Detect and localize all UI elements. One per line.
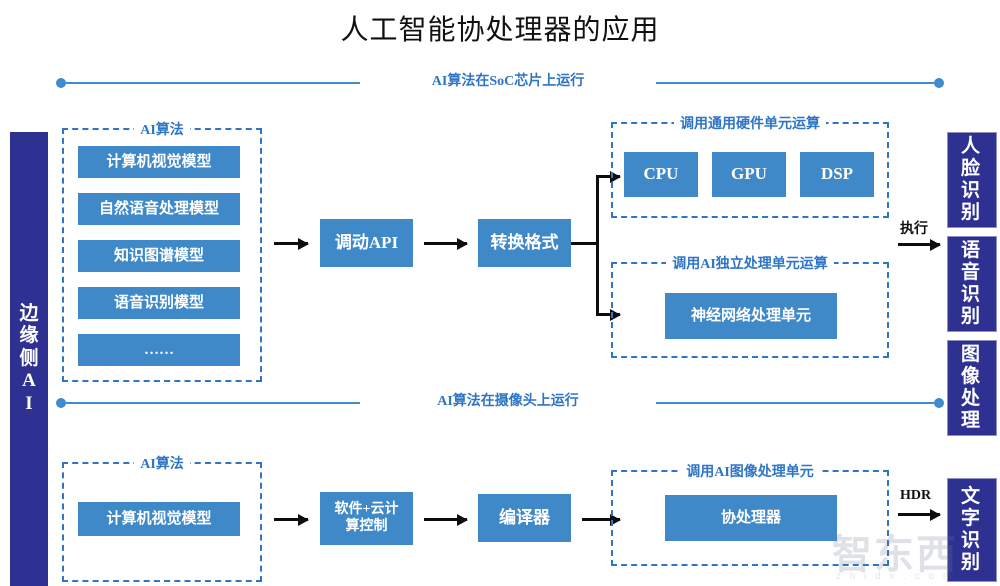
section-dot-right-icon bbox=[934, 398, 944, 408]
group-general-hardware-units: 调用通用硬件单元运算 bbox=[611, 117, 889, 218]
algo-box-computer-vision-bottom[interactable]: 计算机视觉模型 bbox=[78, 502, 240, 536]
output-label-text-recognition: 文字识别 bbox=[961, 486, 981, 573]
arrow-hdr bbox=[898, 508, 941, 521]
algo-box-computer-vision[interactable]: 计算机视觉模型 bbox=[78, 146, 240, 178]
hardware-label-gpu: GPU bbox=[731, 164, 767, 184]
algo-label-speech-recognition: 语音识别模型 bbox=[113, 295, 204, 311]
step-label-call-api: 调动API bbox=[334, 232, 399, 252]
group-title-ai-algorithms-bottom: AI算法 bbox=[64, 453, 260, 473]
step-label-software-line2: 算控制 bbox=[345, 518, 388, 534]
group-title-ai-algorithms-top: AI算法 bbox=[64, 119, 260, 139]
arrow-label-execute: 执行 bbox=[900, 222, 928, 237]
algo-box-more[interactable]: …… bbox=[78, 334, 240, 366]
group-ai-dedicated-unit: 调用AI独立处理单元运算 bbox=[611, 257, 889, 358]
algo-label-knowledge-graph: 知识图谱模型 bbox=[113, 248, 204, 264]
connector-convert-vertical bbox=[596, 176, 599, 316]
group-title-ai-dedicated-unit: 调用AI独立处理单元运算 bbox=[613, 253, 887, 273]
image-unit-label-coprocessor: 协处理器 bbox=[720, 510, 781, 526]
left-rail-label: 边缘侧AI bbox=[19, 302, 39, 414]
arrow-to-ai-group bbox=[596, 308, 621, 321]
algo-box-speech-recognition[interactable]: 语音识别模型 bbox=[78, 287, 240, 319]
group-ai-image-processing-unit: 调用AI图像处理单元 bbox=[611, 465, 889, 566]
algo-label-nlp: 自然语音处理模型 bbox=[98, 201, 219, 217]
ai-unit-box-npu[interactable]: 神经网络处理单元 bbox=[665, 293, 837, 339]
arrow-algo-to-api bbox=[274, 237, 309, 250]
section-label-camera: AI算法在摄像头上运行 bbox=[360, 390, 656, 410]
section-dot-right-icon bbox=[934, 78, 944, 88]
image-unit-box-coprocessor[interactable]: 协处理器 bbox=[665, 495, 837, 541]
left-rail-edge-ai: 边缘侧AI bbox=[10, 132, 48, 586]
arrow-label-hdr: HDR bbox=[900, 488, 932, 503]
output-box-text-recognition[interactable]: 文字识别 bbox=[947, 478, 997, 582]
section-divider-camera: AI算法在摄像头上运行 bbox=[56, 390, 944, 414]
arrow-execute bbox=[898, 238, 941, 251]
arrow-api-to-convert bbox=[424, 237, 468, 250]
hardware-label-cpu: CPU bbox=[643, 164, 679, 184]
output-box-image-processing[interactable]: 图像处理 bbox=[947, 340, 997, 436]
hardware-box-gpu[interactable]: GPU bbox=[712, 152, 786, 197]
hardware-label-dsp: DSP bbox=[820, 164, 854, 184]
step-label-compiler: 编译器 bbox=[499, 507, 550, 527]
algo-box-knowledge-graph[interactable]: 知识图谱模型 bbox=[78, 240, 240, 272]
algo-box-nlp[interactable]: 自然语音处理模型 bbox=[78, 193, 240, 225]
algo-label-computer-vision-bottom: 计算机视觉模型 bbox=[106, 511, 212, 527]
step-box-software-cloud-control[interactable]: 软件+云计 算控制 bbox=[320, 492, 413, 545]
group-title-ai-image-processing-unit: 调用AI图像处理单元 bbox=[613, 461, 887, 481]
connector-convert-stem bbox=[571, 242, 599, 245]
step-box-compiler[interactable]: 编译器 bbox=[478, 494, 571, 542]
group-ai-algorithms-top: AI算法 bbox=[62, 123, 262, 382]
ai-unit-label-npu: 神经网络处理单元 bbox=[690, 308, 811, 324]
group-title-text: 调用AI图像处理单元 bbox=[680, 465, 820, 480]
arrow-algo-to-software bbox=[274, 513, 309, 526]
step-box-call-api[interactable]: 调动API bbox=[320, 219, 413, 267]
arrow-software-to-compiler bbox=[424, 513, 468, 526]
output-box-speech-recognition[interactable]: 语音识别 bbox=[947, 236, 997, 332]
group-title-text: AI算法 bbox=[134, 123, 190, 138]
group-ai-algorithms-bottom: AI算法 bbox=[62, 457, 262, 582]
step-label-convert-format: 转换格式 bbox=[490, 232, 559, 252]
group-title-text: AI算法 bbox=[134, 457, 190, 472]
arrow-to-hw-group bbox=[596, 170, 621, 183]
output-label-face-recognition: 人脸识别 bbox=[961, 136, 981, 223]
page-title: 人工智能协处理器的应用 bbox=[340, 15, 660, 46]
group-title-text: 调用AI独立处理单元运算 bbox=[666, 257, 834, 272]
group-title-text: 调用通用硬件单元运算 bbox=[674, 117, 826, 132]
output-label-image-processing: 图像处理 bbox=[961, 344, 981, 431]
section-divider-soc: AI算法在SoC芯片上运行 bbox=[56, 70, 944, 94]
step-label-software-line1: 软件+云计 bbox=[334, 501, 399, 517]
watermark-subtext: z h i d x . c o m bbox=[836, 571, 955, 582]
algo-label-computer-vision: 计算机视觉模型 bbox=[106, 154, 212, 170]
output-label-speech-recognition: 语音识别 bbox=[961, 240, 981, 327]
section-label-soc: AI算法在SoC芯片上运行 bbox=[360, 70, 656, 90]
hardware-box-dsp[interactable]: DSP bbox=[800, 152, 874, 197]
hardware-box-cpu[interactable]: CPU bbox=[624, 152, 698, 197]
step-box-convert-format[interactable]: 转换格式 bbox=[478, 219, 571, 267]
output-box-face-recognition[interactable]: 人脸识别 bbox=[947, 132, 997, 228]
algo-label-more: …… bbox=[144, 342, 174, 358]
arrow-compiler-to-image-unit bbox=[582, 513, 621, 526]
group-title-general-hardware-units: 调用通用硬件单元运算 bbox=[613, 113, 887, 133]
